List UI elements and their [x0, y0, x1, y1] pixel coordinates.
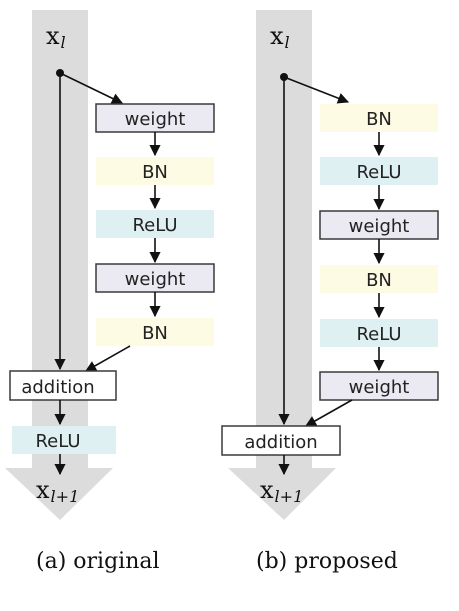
right-weight-block-1	[319, 210, 439, 240]
right-relu-block-1	[320, 157, 438, 185]
right-weight-block-2	[319, 371, 439, 401]
right-bn-label-1: BN	[366, 109, 392, 130]
left-bn-block-2	[96, 318, 214, 346]
left-post-relu-label: ReLU	[35, 431, 80, 452]
right-trunk-arrow	[228, 10, 336, 520]
left-addition-block	[9, 370, 117, 401]
left-caption: (a) original	[36, 549, 160, 574]
left-merge-arrow	[85, 345, 131, 372]
left-output-label: xl+1	[36, 476, 79, 506]
right-relu-label-1: ReLU	[356, 162, 401, 183]
right-addition-block	[221, 425, 341, 456]
left-weight-label-1: weight	[125, 109, 186, 130]
right-weight-label-2: weight	[349, 377, 410, 398]
right-bn-block-1	[320, 104, 438, 132]
right-output-label: xl+1	[260, 476, 303, 506]
left-bn-label-1: BN	[142, 162, 168, 183]
right-relu-label-2: ReLU	[356, 324, 401, 345]
right-input-label: xl	[270, 22, 290, 52]
right-branch-arrow	[283, 76, 350, 104]
right-caption: (b) proposed	[256, 549, 398, 574]
left-weight-block-1	[95, 103, 215, 133]
left-post-relu-block	[12, 426, 116, 454]
right-bn-label-2: BN	[366, 270, 392, 291]
original-unit: xl weight BN ReLU weight BN addition ReL…	[5, 10, 215, 574]
right-bn-block-2	[320, 265, 438, 293]
right-addition-label: addition	[244, 432, 317, 453]
right-relu-block-2	[320, 319, 438, 347]
left-input-label: xl	[46, 22, 66, 52]
right-weight-label-1: weight	[349, 216, 410, 237]
proposed-unit: xl BN ReLU weight BN ReLU weight additio…	[221, 10, 439, 574]
left-relu-block	[96, 210, 214, 238]
right-merge-arrow	[305, 399, 353, 427]
left-weight-label-2: weight	[125, 269, 186, 290]
left-addition-label: addition	[21, 377, 94, 398]
left-bn-block-1	[96, 157, 214, 185]
left-bn-label-2: BN	[142, 323, 168, 344]
left-branch-arrow	[59, 72, 124, 104]
left-relu-label: ReLU	[132, 215, 177, 236]
